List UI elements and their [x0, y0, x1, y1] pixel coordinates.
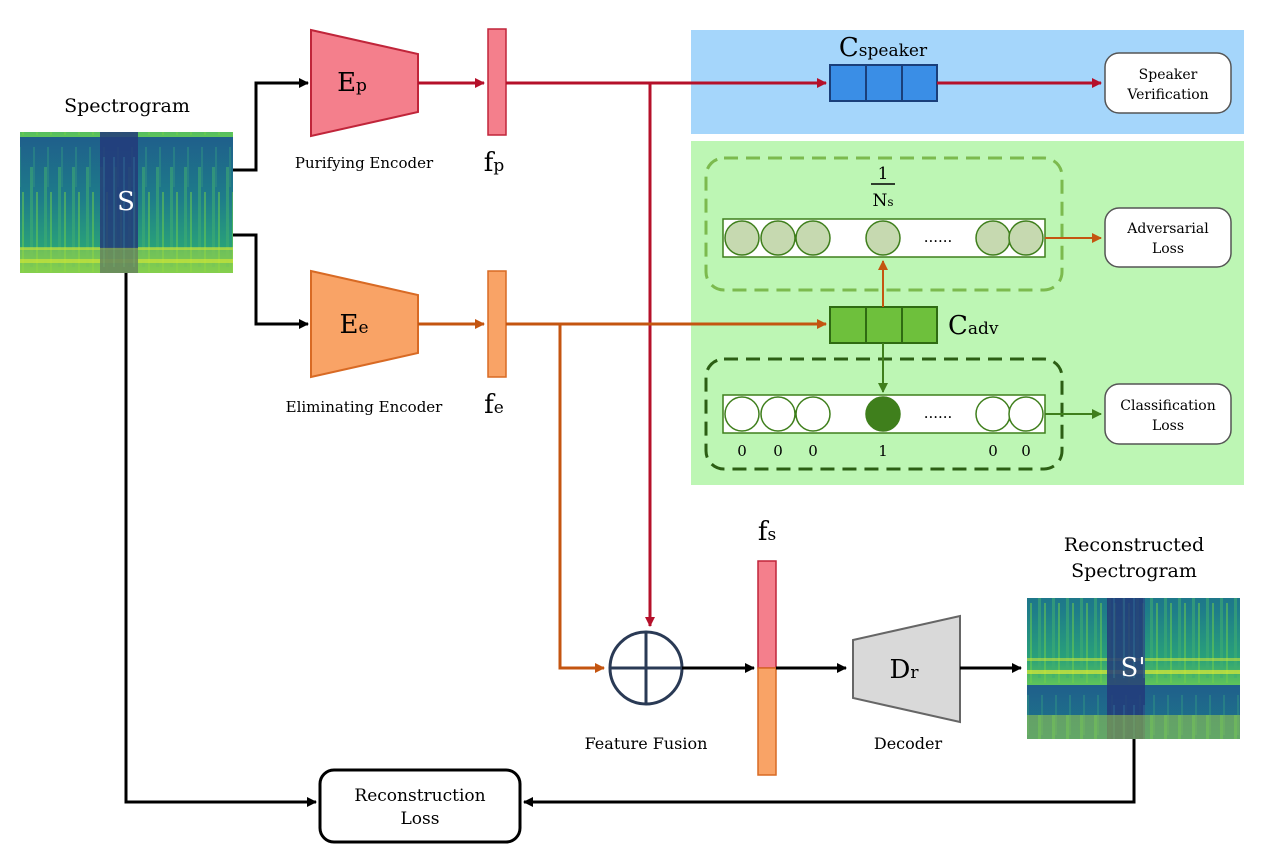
purifying-encoder-symbol: Ep: [337, 68, 367, 98]
speaker-classifier-symbol: Cspeaker: [839, 33, 928, 63]
adversarial-classifier-symbol: Cadv: [948, 311, 999, 341]
onehot-label: 0: [737, 442, 747, 460]
purifying-encoder-label: Purifying Encoder: [295, 154, 434, 172]
fusion-operator: [608, 630, 684, 706]
uniform-numerator: 1: [878, 164, 889, 184]
eliminating-encoder: [310, 269, 419, 379]
arrow-to-purifying-encoder: [233, 78, 309, 172]
eliminating-encoder-label: Eliminating Encoder: [286, 398, 444, 416]
eliminating-encoder-symbol: Ee: [339, 310, 368, 340]
arrow-reconstructed-to-loss: [523, 739, 1136, 807]
decoder-symbol: Dr: [890, 655, 920, 685]
arrow-to-reconstruction-loss: [124, 273, 317, 807]
decoder: [852, 614, 961, 724]
onehot-circles: [724, 396, 1044, 432]
feature-fe: [487, 270, 507, 378]
uniform-circle: [975, 220, 1011, 256]
reconstruction-loss-line1: Reconstruction: [354, 786, 485, 806]
uniform-denominator: Ns: [872, 191, 893, 211]
classification-loss-box: [1104, 383, 1232, 445]
uniform-circles: [724, 220, 1044, 256]
onehot-label: 0: [808, 442, 818, 460]
onehot-ellipsis: ......: [924, 404, 953, 422]
uniform-circle: [1008, 220, 1044, 256]
reconstruction-loss-line2: Loss: [401, 809, 440, 829]
classification-loss-line2: Loss: [1152, 418, 1184, 434]
arrow-fe-to-fusion: [558, 324, 605, 673]
speaker-classifier: [829, 64, 938, 102]
uniform-distribution-group: [704, 156, 1064, 292]
fusion-label: Feature Fusion: [585, 734, 708, 753]
onehot-circle: [1008, 396, 1044, 432]
uniform-circle: [795, 220, 831, 256]
onehot-circle: [795, 396, 831, 432]
adversarial-classifier: [829, 306, 938, 344]
uniform-circle: [724, 220, 760, 256]
speaker-verification-box: [1104, 52, 1232, 114]
classification-loss-line1: Classification: [1120, 398, 1215, 414]
purifying-encoder: [310, 28, 419, 138]
reconstructed-symbol: S': [1121, 653, 1146, 683]
uniform-ellipsis: ......: [924, 228, 953, 246]
reconstruction-loss-box: [318, 768, 522, 844]
adversarial-loss-box: [1104, 207, 1232, 268]
onehot-label: 0: [988, 442, 998, 460]
reconstructed-title-line1: Reconstructed: [1064, 534, 1204, 556]
adversarial-loss-line2: Loss: [1152, 241, 1184, 257]
feature-fp: [487, 28, 507, 136]
onehot-circle: [724, 396, 760, 432]
speaker-verification-line1: Speaker: [1139, 67, 1198, 83]
speaker-verification-line2: Verification: [1126, 87, 1208, 103]
feature-fe-label: fe: [484, 390, 504, 420]
arrow-to-eliminating-encoder: [233, 233, 309, 329]
onehot-label: 0: [1021, 442, 1031, 460]
onehot-label: 0: [773, 442, 783, 460]
spectrogram-symbol: S: [117, 187, 135, 217]
onehot-circle: [865, 396, 901, 432]
onehot-circle: [975, 396, 1011, 432]
onehot-label: 1: [878, 442, 888, 460]
uniform-circle: [865, 220, 901, 256]
onehot-labels: 0 0 0 1 0 0: [737, 442, 1031, 460]
feature-fs-label: fs: [758, 517, 776, 547]
decoder-label: Decoder: [874, 734, 943, 753]
uniform-circle: [760, 220, 796, 256]
spectrogram-title: Spectrogram: [64, 95, 190, 117]
feature-fs-speaker-part: [757, 560, 777, 669]
adversarial-loss-line1: Adversarial: [1126, 221, 1209, 237]
feature-fs-emotion-part: [757, 667, 777, 776]
reconstructed-spectrogram-image: S': [1027, 598, 1240, 739]
reconstructed-title-line2: Spectrogram: [1071, 560, 1197, 582]
spectrogram-image: S: [20, 132, 233, 273]
feature-fp-label: fp: [484, 148, 505, 178]
onehot-circle: [760, 396, 796, 432]
